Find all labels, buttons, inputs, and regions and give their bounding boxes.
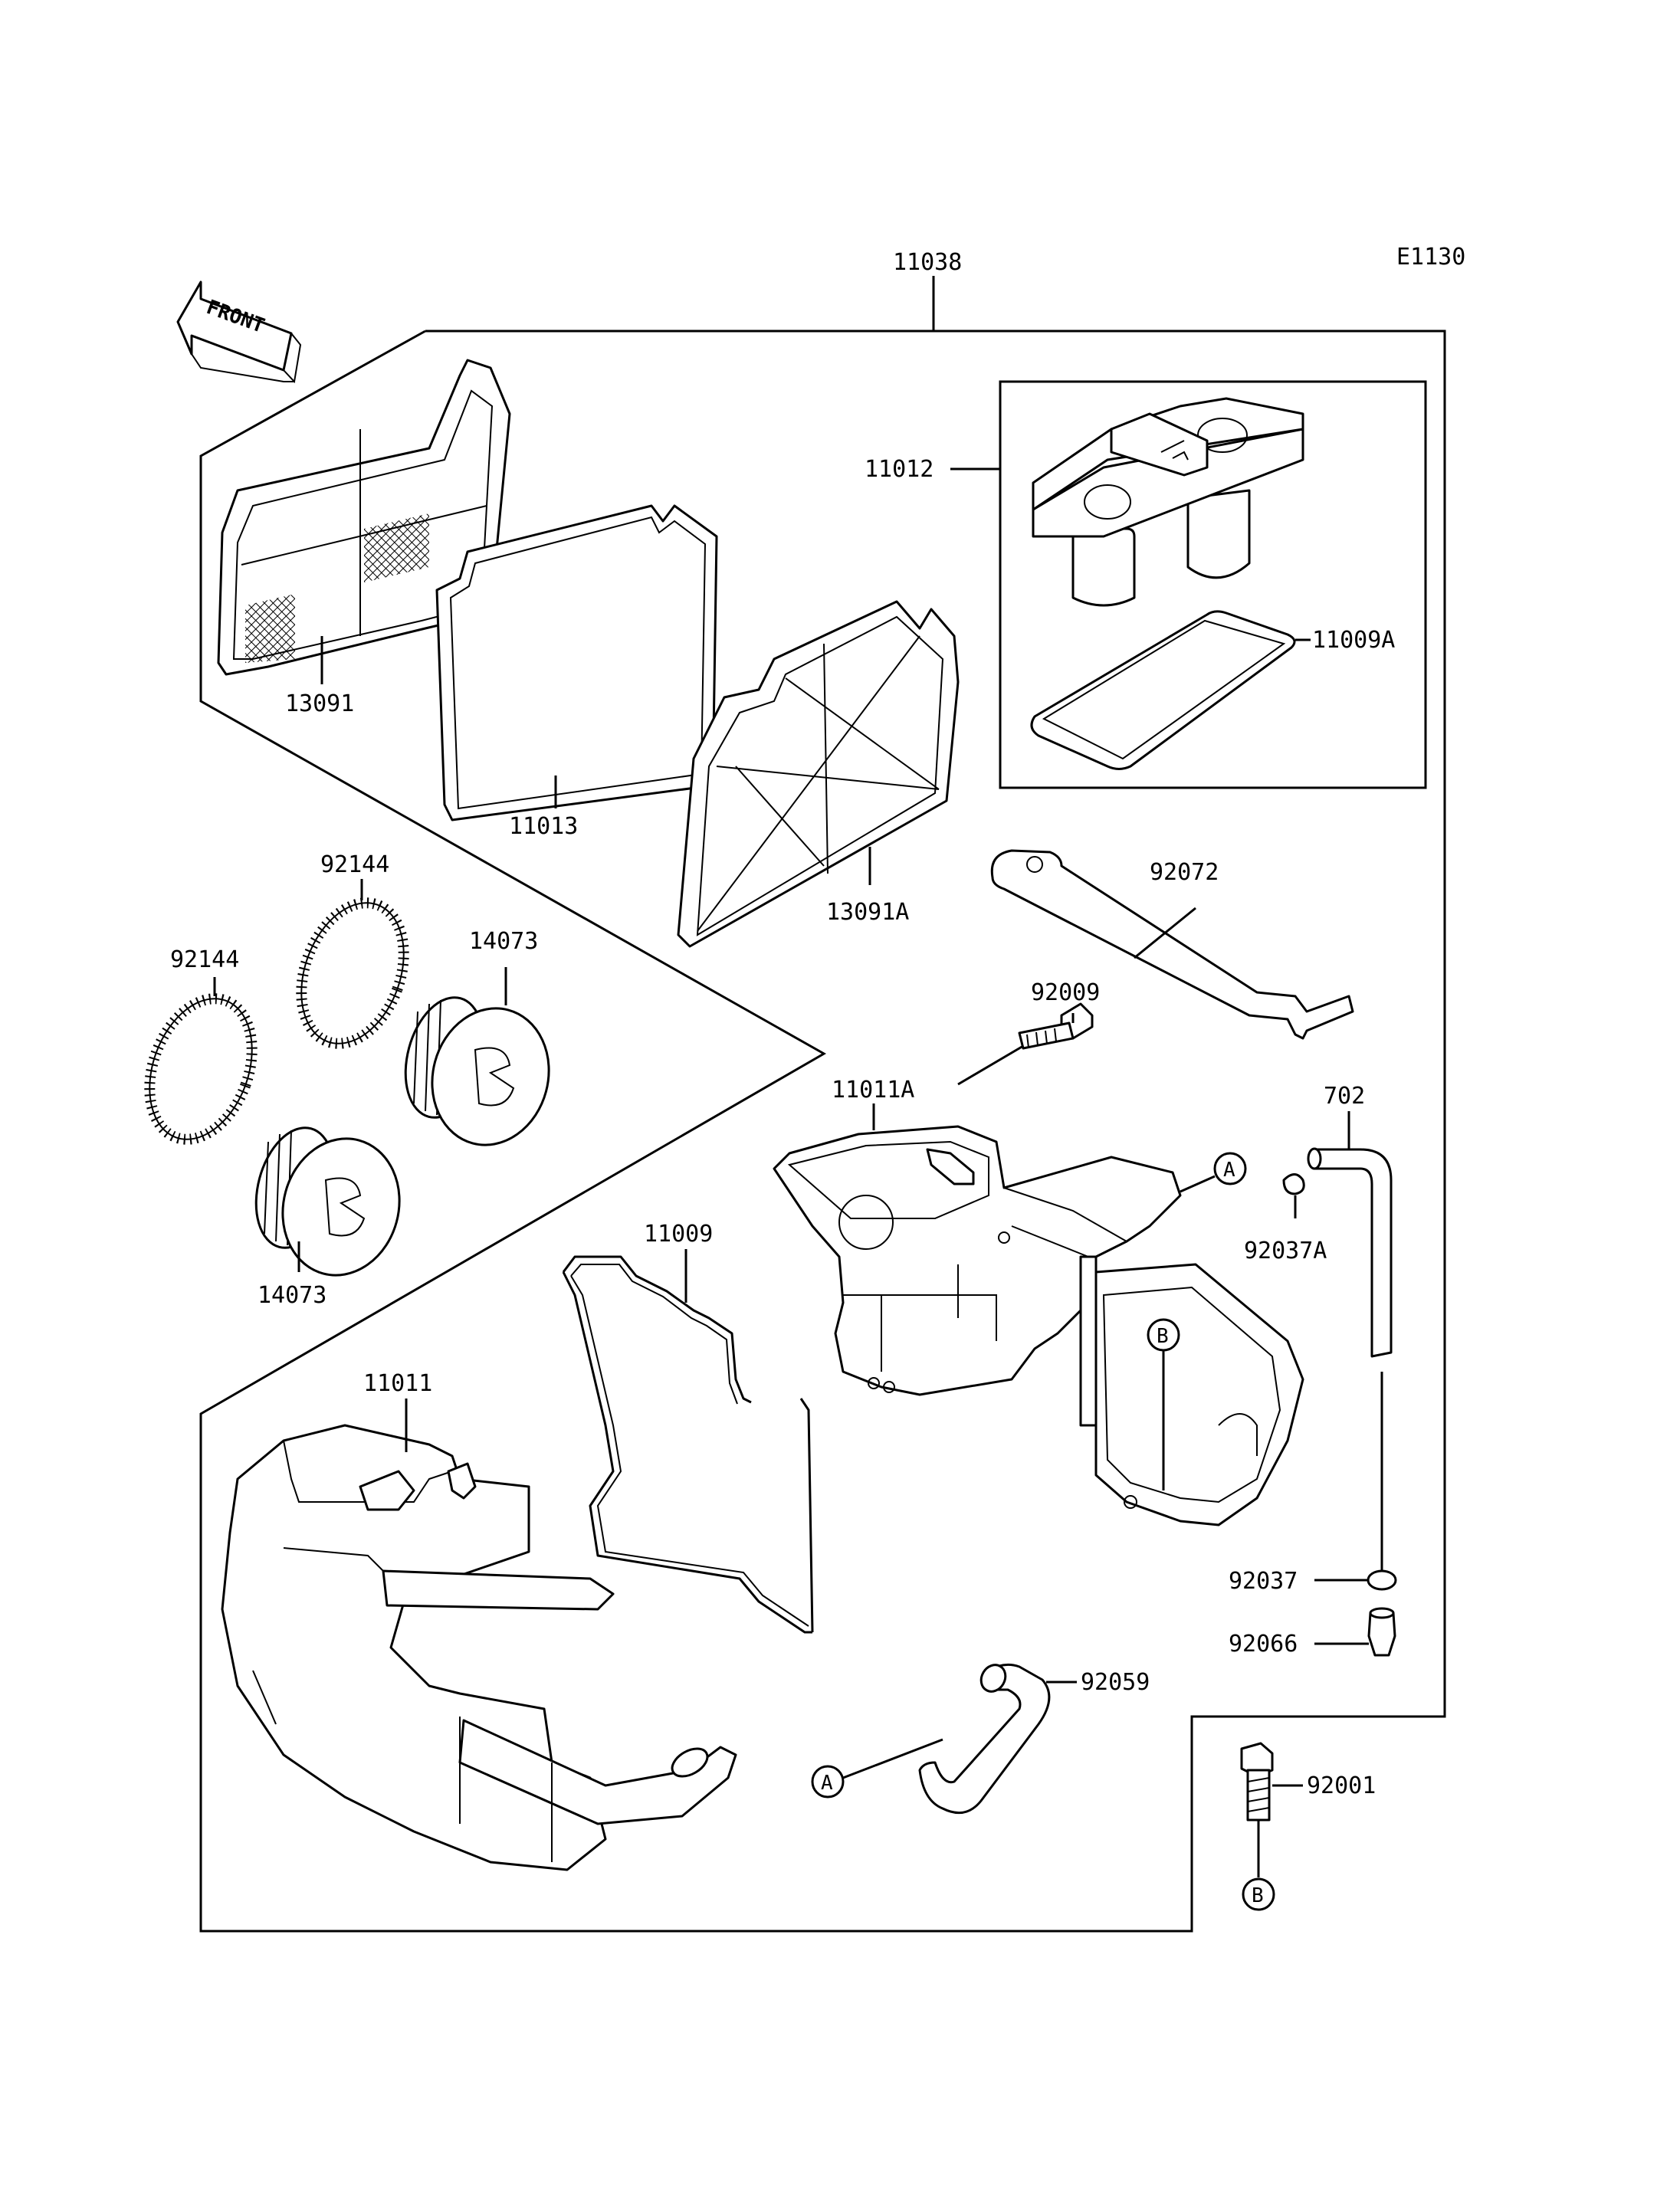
callout-14073-upper: 14073	[469, 928, 538, 955]
diagram-code: E1130	[1396, 244, 1465, 271]
callout-11013: 11013	[509, 813, 578, 840]
callout-11009A: 11009A	[1312, 627, 1395, 654]
part-14073-lower: 14073	[254, 1126, 401, 1309]
part-13091A: 13091A	[677, 600, 960, 948]
callout-11038: 11038	[893, 249, 962, 276]
callout-11012: 11012	[865, 456, 934, 483]
sub-kit-box: 11012	[865, 380, 1427, 789]
part-11011A: 11011A	[773, 1077, 1304, 1526]
part-92009: 92009	[957, 979, 1100, 1086]
part-11013: 11013	[435, 504, 718, 840]
part-11012	[1032, 397, 1304, 607]
callout-92009: 92009	[1031, 979, 1100, 1006]
part-92144-right: 92144	[296, 851, 409, 1049]
callout-92037: 92037	[1229, 1568, 1298, 1595]
callout-92072: 92072	[1150, 859, 1219, 886]
part-92059: 92059	[918, 1663, 1150, 1815]
kit-outline: 11038	[199, 249, 1446, 1933]
callout-11009: 11009	[644, 1221, 713, 1248]
part-92037: 92037	[1229, 1568, 1397, 1595]
part-92072: 92072	[990, 849, 1354, 1040]
part-11011: 11011	[221, 1370, 737, 1871]
callout-92059: 92059	[1081, 1669, 1150, 1696]
part-11009A: 11009A	[1030, 610, 1395, 770]
callout-92144-left: 92144	[170, 946, 239, 973]
callout-14073-lower: 14073	[258, 1282, 326, 1309]
reference-marker-a-lower: A	[811, 1738, 943, 1799]
svg-text:B: B	[1252, 1884, 1264, 1907]
part-11009: 11009	[562, 1221, 814, 1634]
part-702: 702	[1307, 1083, 1393, 1571]
reference-marker-a-upper: A	[1180, 1152, 1247, 1193]
callout-702: 702	[1324, 1083, 1365, 1110]
svg-text:A: A	[821, 1772, 833, 1795]
reference-marker-b-lower: B	[1242, 1877, 1275, 1911]
callout-92066: 92066	[1229, 1631, 1298, 1658]
part-92037A: 92037A	[1244, 1173, 1327, 1264]
svg-text:A: A	[1223, 1159, 1235, 1182]
reference-marker-b-upper: B	[1147, 1318, 1180, 1490]
callout-13091A: 13091A	[826, 899, 909, 926]
part-92066: 92066	[1229, 1607, 1396, 1658]
part-92144-left: 92144	[144, 946, 258, 1145]
callout-92001: 92001	[1307, 1772, 1376, 1799]
callout-11011A: 11011A	[832, 1077, 914, 1103]
callout-13091: 13091	[285, 690, 354, 717]
svg-text:B: B	[1157, 1325, 1169, 1348]
callout-11011: 11011	[363, 1370, 432, 1397]
part-14073-upper: 14073	[404, 928, 550, 1146]
callout-92144-right: 92144	[320, 851, 389, 878]
callout-92037A: 92037A	[1244, 1238, 1327, 1264]
part-92001: 92001	[1240, 1742, 1376, 1877]
front-arrow-icon: FRONT	[176, 280, 302, 384]
